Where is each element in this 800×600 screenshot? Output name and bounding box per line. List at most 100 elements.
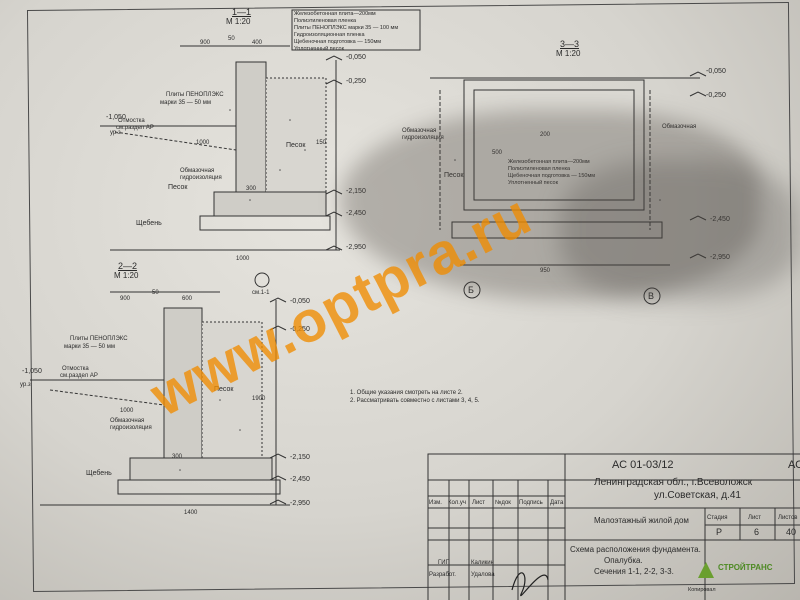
role-razrabot: Разработ. bbox=[429, 572, 456, 578]
dimension-label: 1000 bbox=[196, 140, 210, 146]
drawing-name-1: Схема расположения фундамента. bbox=[570, 545, 701, 554]
dimension-label: 1900 bbox=[252, 396, 266, 402]
hand-shadow bbox=[340, 110, 760, 300]
layer-6: Уплотненный песок bbox=[294, 46, 344, 52]
sand-label: Песок bbox=[168, 184, 188, 191]
grade-label: ур.з bbox=[110, 130, 121, 136]
level-mark: -0,250 bbox=[346, 78, 366, 85]
header-list: Лист bbox=[472, 500, 486, 506]
header-ndok: №док bbox=[495, 500, 511, 506]
level-mark: -2,450 bbox=[346, 210, 366, 217]
otmostka-label-b: см.раздел АР bbox=[116, 125, 154, 131]
coat-label-s22-b: гидроизоляция bbox=[110, 425, 152, 431]
project-name: Малоэтажный жилой дом bbox=[594, 516, 689, 525]
layer-2: Полиэтиленовая пленка bbox=[294, 18, 357, 24]
sand-label-inner: Песок bbox=[286, 142, 306, 149]
ref-1-1-label: см.1-1 bbox=[252, 290, 270, 296]
coat-label-s33-c: Обмазочная bbox=[662, 124, 697, 130]
dimension-label: 1000 bbox=[120, 408, 134, 414]
level-mark: -2,950 bbox=[290, 500, 310, 507]
level-mark: -0,050 bbox=[290, 298, 310, 305]
dimension-label: 400 bbox=[252, 40, 263, 46]
section-3-3-scale: М 1:20 bbox=[556, 49, 581, 58]
coat-label-s22-a: Обмазочная bbox=[110, 418, 145, 424]
role-gip: ГИП bbox=[438, 560, 450, 566]
level-mark: -0,050 bbox=[346, 54, 366, 61]
header-podpis: Подпись bbox=[519, 500, 543, 506]
sand-label-s22: Песок bbox=[214, 386, 234, 393]
dimension-label: 150 bbox=[316, 140, 327, 146]
level-mark: -2,150 bbox=[290, 454, 310, 461]
level-mark: -1,050 bbox=[106, 114, 126, 121]
hand-shadow-secondary bbox=[560, 160, 800, 300]
name-udalova: Удалова bbox=[471, 572, 495, 578]
section-3-3-title: 3—3 bbox=[560, 39, 580, 49]
layer-1-s33: Железобетонная плита—200мм bbox=[508, 159, 590, 165]
stage-value: Р bbox=[716, 527, 723, 537]
section-1-1-title: 1—1 bbox=[232, 7, 252, 17]
sheet-value: 6 bbox=[754, 527, 760, 537]
level-mark: -0,250 bbox=[706, 92, 726, 99]
header-izm: Изм. bbox=[429, 500, 442, 506]
coat-label-b: гидроизоляция bbox=[180, 175, 222, 181]
level-mark: -0,050 bbox=[706, 68, 726, 75]
section-2-2-scale: М 1:20 bbox=[114, 271, 139, 280]
dimension-label: 300 bbox=[246, 186, 257, 192]
general-note-2: 2. Рассматривать совместно с листами 3, … bbox=[350, 398, 480, 404]
layer-6-s33: Уплотненный песок bbox=[508, 180, 558, 186]
coat-label-s33-b: гидроизоляция bbox=[402, 135, 444, 141]
layer-2-s33: Полиэтиленовая пленка bbox=[508, 166, 571, 172]
otmostka-label-a: Отмостка bbox=[118, 118, 145, 124]
level-mark: -2,950 bbox=[710, 254, 730, 261]
signature-mark bbox=[511, 572, 549, 596]
drawing-name-3: Сечения 1-1, 2-2, 3-3. bbox=[594, 567, 674, 576]
header-koluch: Кол.уч bbox=[448, 500, 466, 506]
name-kalikin: Каликин bbox=[471, 560, 494, 566]
drawing-name-2: Опалубка. bbox=[604, 556, 643, 565]
level-mark: -0,250 bbox=[290, 326, 310, 333]
penoplex-label-s22-b: марки 35 — 50 мм bbox=[64, 344, 116, 350]
level-mark: -1,050 bbox=[22, 368, 42, 375]
gravel-label: Щебень bbox=[136, 220, 162, 227]
address-line-1: Ленинградская обл., г.Всеволожск bbox=[594, 477, 753, 488]
general-note-1: 1. Общие указания смотреть на листе 2. bbox=[350, 390, 463, 396]
layer-5: Щебеночная подготовка — 150мм bbox=[294, 39, 382, 45]
dimension-label: 1400 bbox=[184, 510, 198, 516]
level-mark: -2,150 bbox=[346, 188, 366, 195]
layer-4: Гидроизоляционная пленка bbox=[294, 32, 365, 38]
dimension-label: 50 bbox=[152, 290, 159, 296]
sheet-header: Лист bbox=[748, 515, 762, 521]
company-name: СТРОЙТРАНС bbox=[718, 563, 773, 572]
penoplex-label-a: Плиты ПЕНОПЛЭКС bbox=[166, 92, 224, 98]
sand-label-s33: Песок bbox=[444, 172, 464, 179]
penoplex-label-b: марки 35 — 50 мм bbox=[160, 100, 212, 106]
penoplex-label-s22-a: Плиты ПЕНОПЛЭКС bbox=[70, 336, 128, 342]
coat-label-a: Обмазочная bbox=[180, 168, 215, 174]
sheets-value: 40 bbox=[786, 527, 797, 537]
gravel-label-s22: Щебень bbox=[86, 470, 112, 477]
axis-b-label: Б bbox=[468, 285, 474, 295]
otmostka-label-s22-a: Отмостка bbox=[62, 366, 89, 372]
dimension-label: 1000 bbox=[236, 256, 250, 262]
dimension-label: 300 bbox=[172, 454, 183, 460]
layer-3: Плиты ПЕНОПЛЭКС марки 35 — 100 мм bbox=[294, 25, 399, 31]
dimension-label: 600 bbox=[182, 296, 193, 302]
section-1-1-scale: М 1:20 bbox=[226, 17, 251, 26]
drawing-code-cut: АС bbox=[788, 459, 800, 471]
coat-label-s33-a: Обмазочная bbox=[402, 128, 437, 134]
dimension-label: 900 bbox=[200, 40, 211, 46]
otmostka-label-s22-b: см.раздел АР bbox=[60, 373, 98, 379]
stage-header: Стадия bbox=[707, 515, 728, 521]
level-mark: -2,950 bbox=[346, 244, 366, 251]
grade-label-s22: ур.з bbox=[20, 382, 31, 388]
address-line-2: ул.Советская, д.41 bbox=[654, 490, 741, 501]
dimension-label: 200 bbox=[540, 132, 551, 138]
header-data: Дата bbox=[550, 500, 564, 506]
layer-5-s33: Щебеночная подготовка — 150мм bbox=[508, 173, 596, 179]
dimension-label: 900 bbox=[120, 296, 131, 302]
section-2-2-title: 2—2 bbox=[118, 261, 138, 271]
copied-label: Копировал bbox=[688, 587, 716, 593]
drawing-code: АС 01-03/12 bbox=[612, 459, 674, 471]
